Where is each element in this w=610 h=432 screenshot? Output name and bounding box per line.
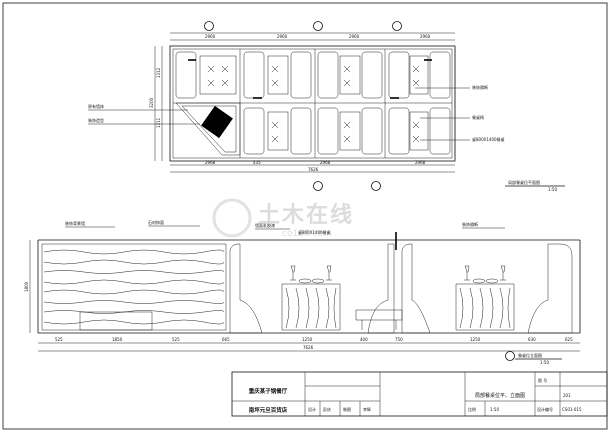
- section-marker: [313, 21, 323, 31]
- elev-dim: 625: [565, 337, 573, 342]
- booth-seat: [317, 51, 339, 99]
- booth-seat: [290, 51, 312, 99]
- elev-dim: 1250: [302, 337, 313, 342]
- elev-note: 装饰背景墙: [65, 220, 85, 226]
- plan-overall-dim: 7626: [308, 167, 319, 172]
- elev-note: 装饰隔断: [462, 221, 478, 227]
- watermark-text: 土木在线: [258, 202, 354, 228]
- tb-number-label: 设计编号: [537, 406, 553, 412]
- dining-table: [339, 111, 361, 151]
- tb-draw-label: 制图: [343, 406, 351, 412]
- plan-note: 餐桌椅: [472, 114, 484, 120]
- plan-bottom-dim: 435: [253, 160, 261, 165]
- booth-seat: [243, 107, 265, 155]
- booth-seat: [290, 107, 312, 155]
- section-marker: [392, 21, 402, 31]
- elev-bottom-dims: 525 1850 525 665 1250 400 750 1250 630 6…: [55, 337, 573, 350]
- plan-top-dim: 2960: [205, 34, 216, 39]
- tb-project: 重庆某子锅餐厅: [249, 387, 288, 395]
- plan-view: 2960 2960 2960 2960: [88, 21, 565, 192]
- dining-table: [267, 55, 289, 95]
- booth-back: [401, 243, 431, 334]
- booth-back: [527, 243, 573, 334]
- elev-table: [281, 283, 341, 331]
- center-bench: [355, 309, 403, 321]
- tb-drawing-name: 局部餐桌位平、立面图: [475, 392, 525, 399]
- tb-sheet-label: 图 号: [538, 377, 547, 383]
- booth-seat: [317, 107, 339, 155]
- booth-seat: [388, 107, 410, 155]
- elev-dim: 1250: [470, 337, 481, 342]
- elev-note: 墙面乳胶漆: [255, 222, 275, 228]
- elev-dim: 400: [360, 337, 368, 342]
- booth-back: [367, 243, 395, 334]
- elev-dim: 630: [528, 337, 536, 342]
- plan-left-dim: 1312: [156, 67, 161, 78]
- plan-top-dim: 2960: [349, 34, 360, 39]
- elev-dim: 1850: [112, 337, 123, 342]
- dining-table: [409, 111, 429, 151]
- booth-seat: [429, 107, 451, 155]
- booth-seat: [361, 107, 383, 155]
- low-cabinet: [79, 311, 153, 331]
- elev-table: [455, 283, 515, 331]
- elev-scale: 1:50: [540, 360, 549, 365]
- tb-sheet-no: 201: [563, 393, 571, 398]
- elev-dim: 750: [395, 337, 403, 342]
- plan-note: 桌800X1400餐桌: [472, 136, 505, 142]
- booth-seat: [361, 51, 383, 99]
- elevation-view: 装饰背景墙 石材饰面 墙面乳胶漆 桌800X1400餐桌 装饰隔断: [24, 219, 581, 365]
- tb-design-label: 设计: [308, 406, 316, 412]
- elev-note: 石材饰面: [148, 219, 164, 225]
- tb-scale: 1:50: [490, 407, 499, 412]
- dining-table: [339, 55, 361, 95]
- plan-title: 局部餐桌位平面图: [508, 179, 540, 185]
- section-marker: [371, 181, 381, 191]
- booth-seat: [429, 51, 451, 99]
- elev-note: 桌800X1400餐桌: [298, 229, 331, 235]
- plan-scale: 1:50: [548, 187, 557, 192]
- plan-left-dim: 3200: [149, 97, 154, 108]
- elev-overall-dim: 7626: [303, 345, 314, 350]
- plan-outline: [169, 45, 456, 162]
- section-marker: [313, 181, 323, 191]
- elev-dim: 525: [172, 337, 180, 342]
- plan-bottom-dim: 2968: [320, 160, 331, 165]
- tb-drawer: 李辉: [363, 406, 371, 412]
- plan-left-dim: 1311: [156, 117, 161, 128]
- plan-top-dim: 2960: [420, 34, 431, 39]
- plan-bottom-dim: 2968: [205, 160, 216, 165]
- feature-block: [201, 105, 233, 139]
- feature-wall: [175, 102, 241, 156]
- booth-back: [229, 243, 263, 334]
- section-marker: [204, 21, 214, 31]
- plan-note: 装饰隔断: [472, 84, 488, 90]
- elev-title: 餐桌位立面图: [518, 352, 542, 358]
- plan-note: 装饰造型: [88, 117, 104, 123]
- dining-table: [409, 55, 429, 95]
- elev-dim: 525: [55, 337, 63, 342]
- title-block: 重庆某子锅餐厅 南坪元旦百货店 设计 彭庆 制图 李辉 局部餐桌位平、立面图 比…: [231, 371, 608, 417]
- dining-table: [267, 111, 289, 151]
- plan-note: 原有墙体: [88, 103, 104, 109]
- tb-subproject: 南坪元旦百货店: [249, 406, 288, 414]
- dining-table: [199, 55, 237, 95]
- watermark-url: co188.com: [282, 229, 332, 239]
- tb-number: CS01-015: [562, 407, 582, 412]
- booth-seat: [243, 51, 265, 99]
- tb-designer: 彭庆: [323, 406, 331, 412]
- plan-top-dim: 2960: [277, 34, 288, 39]
- plan-bottom-dim: 2968: [415, 160, 426, 165]
- booth-seat: [388, 51, 410, 99]
- stone-wall: [41, 243, 227, 331]
- elev-dim: 665: [222, 337, 230, 342]
- tb-scale-label: 比例: [468, 406, 476, 412]
- watermark: 土木在线 co188.com: [212, 198, 354, 239]
- elev-height-dim: 1800: [24, 281, 29, 292]
- booth-seat: [175, 51, 197, 99]
